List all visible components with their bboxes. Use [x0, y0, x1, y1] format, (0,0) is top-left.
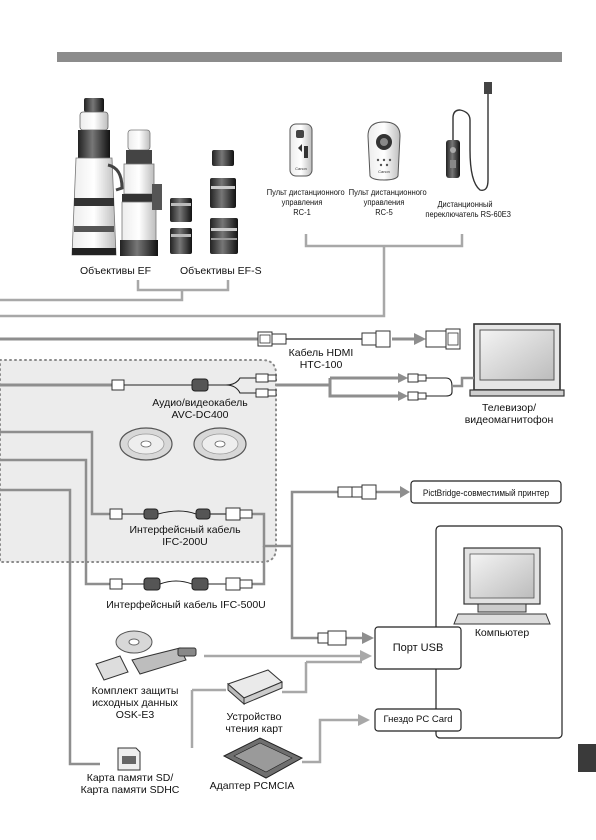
av-cable-label-line-1: Аудио/видеокабель — [152, 397, 248, 409]
rs60e3-label: Дистанционный переключатель RS-60E3 — [425, 199, 511, 219]
tv-icon — [469, 323, 565, 397]
rca-plug-icon — [407, 373, 427, 401]
osk-e3-label-line-3: OSK-E3 — [115, 709, 155, 721]
remote-connector — [0, 234, 464, 318]
computer-label: Компьютер — [474, 627, 530, 639]
hdmi-cable — [0, 328, 461, 350]
interface-cables — [0, 430, 400, 766]
card-reader-label-line-2: чтения карт — [225, 723, 283, 735]
cd-icon — [193, 427, 247, 461]
hdmi-plug-icon — [361, 330, 391, 348]
rc5-label-line-2: управления — [363, 197, 405, 207]
remote-icon — [446, 82, 492, 191]
lens-icon — [170, 198, 192, 254]
rc5-label: Пульт дистанционного управления RC-5 — [348, 187, 427, 217]
hdmi-plug-icon — [257, 331, 287, 347]
rs60e3-label-line-1: Дистанционный — [437, 199, 493, 209]
card-reader-icon — [131, 647, 197, 675]
ifc200u-label-line-1: Интерфейсный кабель — [129, 524, 241, 536]
card-reader-icon — [227, 669, 283, 706]
ifc200u-label: Интерфейсный кабель IFC-200U — [120, 524, 250, 548]
header-bar — [57, 52, 562, 62]
hdmi-cable-label: Кабель HDMI HTC-100 — [276, 347, 366, 371]
card-reader-label-line-1: Устройство — [226, 711, 282, 723]
rc1-label: Пульт дистанционного управления RC-1 — [266, 187, 345, 217]
rc1-label-line-2: управления — [281, 197, 323, 207]
usb-plug-icon — [225, 577, 253, 591]
remote-icon: Canon — [289, 123, 313, 177]
rca-plug-icon — [255, 373, 277, 398]
tv-label: Телевизор/ видеомагнитофон — [454, 402, 564, 426]
rc1-label-line-1: Пульт дистанционного — [266, 187, 345, 197]
usb-plug-icon — [225, 507, 253, 521]
rc1-brand-text: Canon — [295, 166, 307, 171]
usb-plug-icon — [109, 508, 123, 520]
sd-card-icon — [95, 655, 129, 681]
lens-icon — [120, 129, 162, 256]
card-connectors — [190, 654, 362, 764]
computer-icon — [453, 547, 551, 625]
pcmcia-adapter-icon — [222, 737, 304, 779]
cd-icon — [115, 630, 153, 654]
rs60e3-label-line-2: переключатель RS-60E3 — [425, 209, 511, 219]
usb-port-box — [374, 626, 462, 670]
printer-box — [410, 480, 562, 504]
tv-label-line-1: Телевизор/ — [481, 402, 537, 414]
card-reader-label: Устройство чтения карт — [214, 711, 294, 735]
cd-icon — [119, 427, 173, 461]
pccard-slot-box — [374, 708, 462, 732]
ef-lenses-group — [71, 98, 238, 256]
ifc200u-label-line-2: IFC-200U — [162, 536, 208, 548]
rc5-brand-text: Canon — [378, 169, 390, 174]
ifc200u-cable — [109, 507, 253, 521]
tv-label-line-2: видеомагнитофон — [464, 414, 554, 426]
usb-plug-icon — [317, 630, 347, 646]
usb-port-label: Порт USB — [392, 642, 444, 654]
lens-icon — [210, 150, 238, 254]
hdmi-plug-icon — [425, 328, 461, 350]
ef-lenses-label: Объективы EF — [80, 265, 152, 277]
osk-e3-label: Комплект защиты исходных данных OSK-E3 — [80, 685, 190, 721]
sd-card-icon — [117, 747, 141, 771]
av-cable — [0, 373, 474, 401]
av-cable-label-line-2: AVC-DC400 — [171, 409, 229, 421]
usb-plug-icon — [337, 484, 377, 500]
rc5-label-line-3: RC-5 — [375, 207, 393, 217]
hdmi-cable-label-line-1: Кабель HDMI — [288, 347, 354, 359]
ifc500u-cable — [109, 577, 253, 591]
lens-connector — [0, 280, 230, 302]
pccard-slot-label: Гнездо PC Card — [383, 714, 453, 725]
usb-plug-icon — [109, 578, 123, 590]
efs-lenses-label: Объективы EF-S — [180, 265, 262, 277]
hdmi-cable-label-line-2: HTC-100 — [299, 359, 343, 371]
osk-e3-label-line-1: Комплект защиты — [91, 685, 179, 697]
sd-card-label-line-1: Карта памяти SD/ — [86, 772, 174, 784]
sd-card-label-line-2: Карта памяти SDHC — [80, 784, 180, 796]
rc1-label-line-3: RC-1 — [293, 207, 311, 217]
remote-icon: Canon — [367, 121, 401, 181]
rc5-label-line-1: Пульт дистанционного — [348, 187, 427, 197]
lens-icon — [71, 98, 124, 256]
osk-e3-label-line-2: исходных данных — [92, 697, 178, 709]
page-tab-marker — [578, 744, 596, 772]
rca-plug-icon — [111, 379, 125, 391]
ifc500u-label: Интерфейсный кабель IFC-500U — [106, 599, 266, 611]
pcmcia-label: Адаптер PCMCIA — [209, 780, 295, 792]
sd-card-label: Карта памяти SD/ Карта памяти SDHC — [72, 772, 188, 796]
printer-label: PictBridge-совместимый принтер — [422, 488, 550, 498]
av-cable-label: Аудио/видеокабель AVC-DC400 — [140, 397, 260, 421]
